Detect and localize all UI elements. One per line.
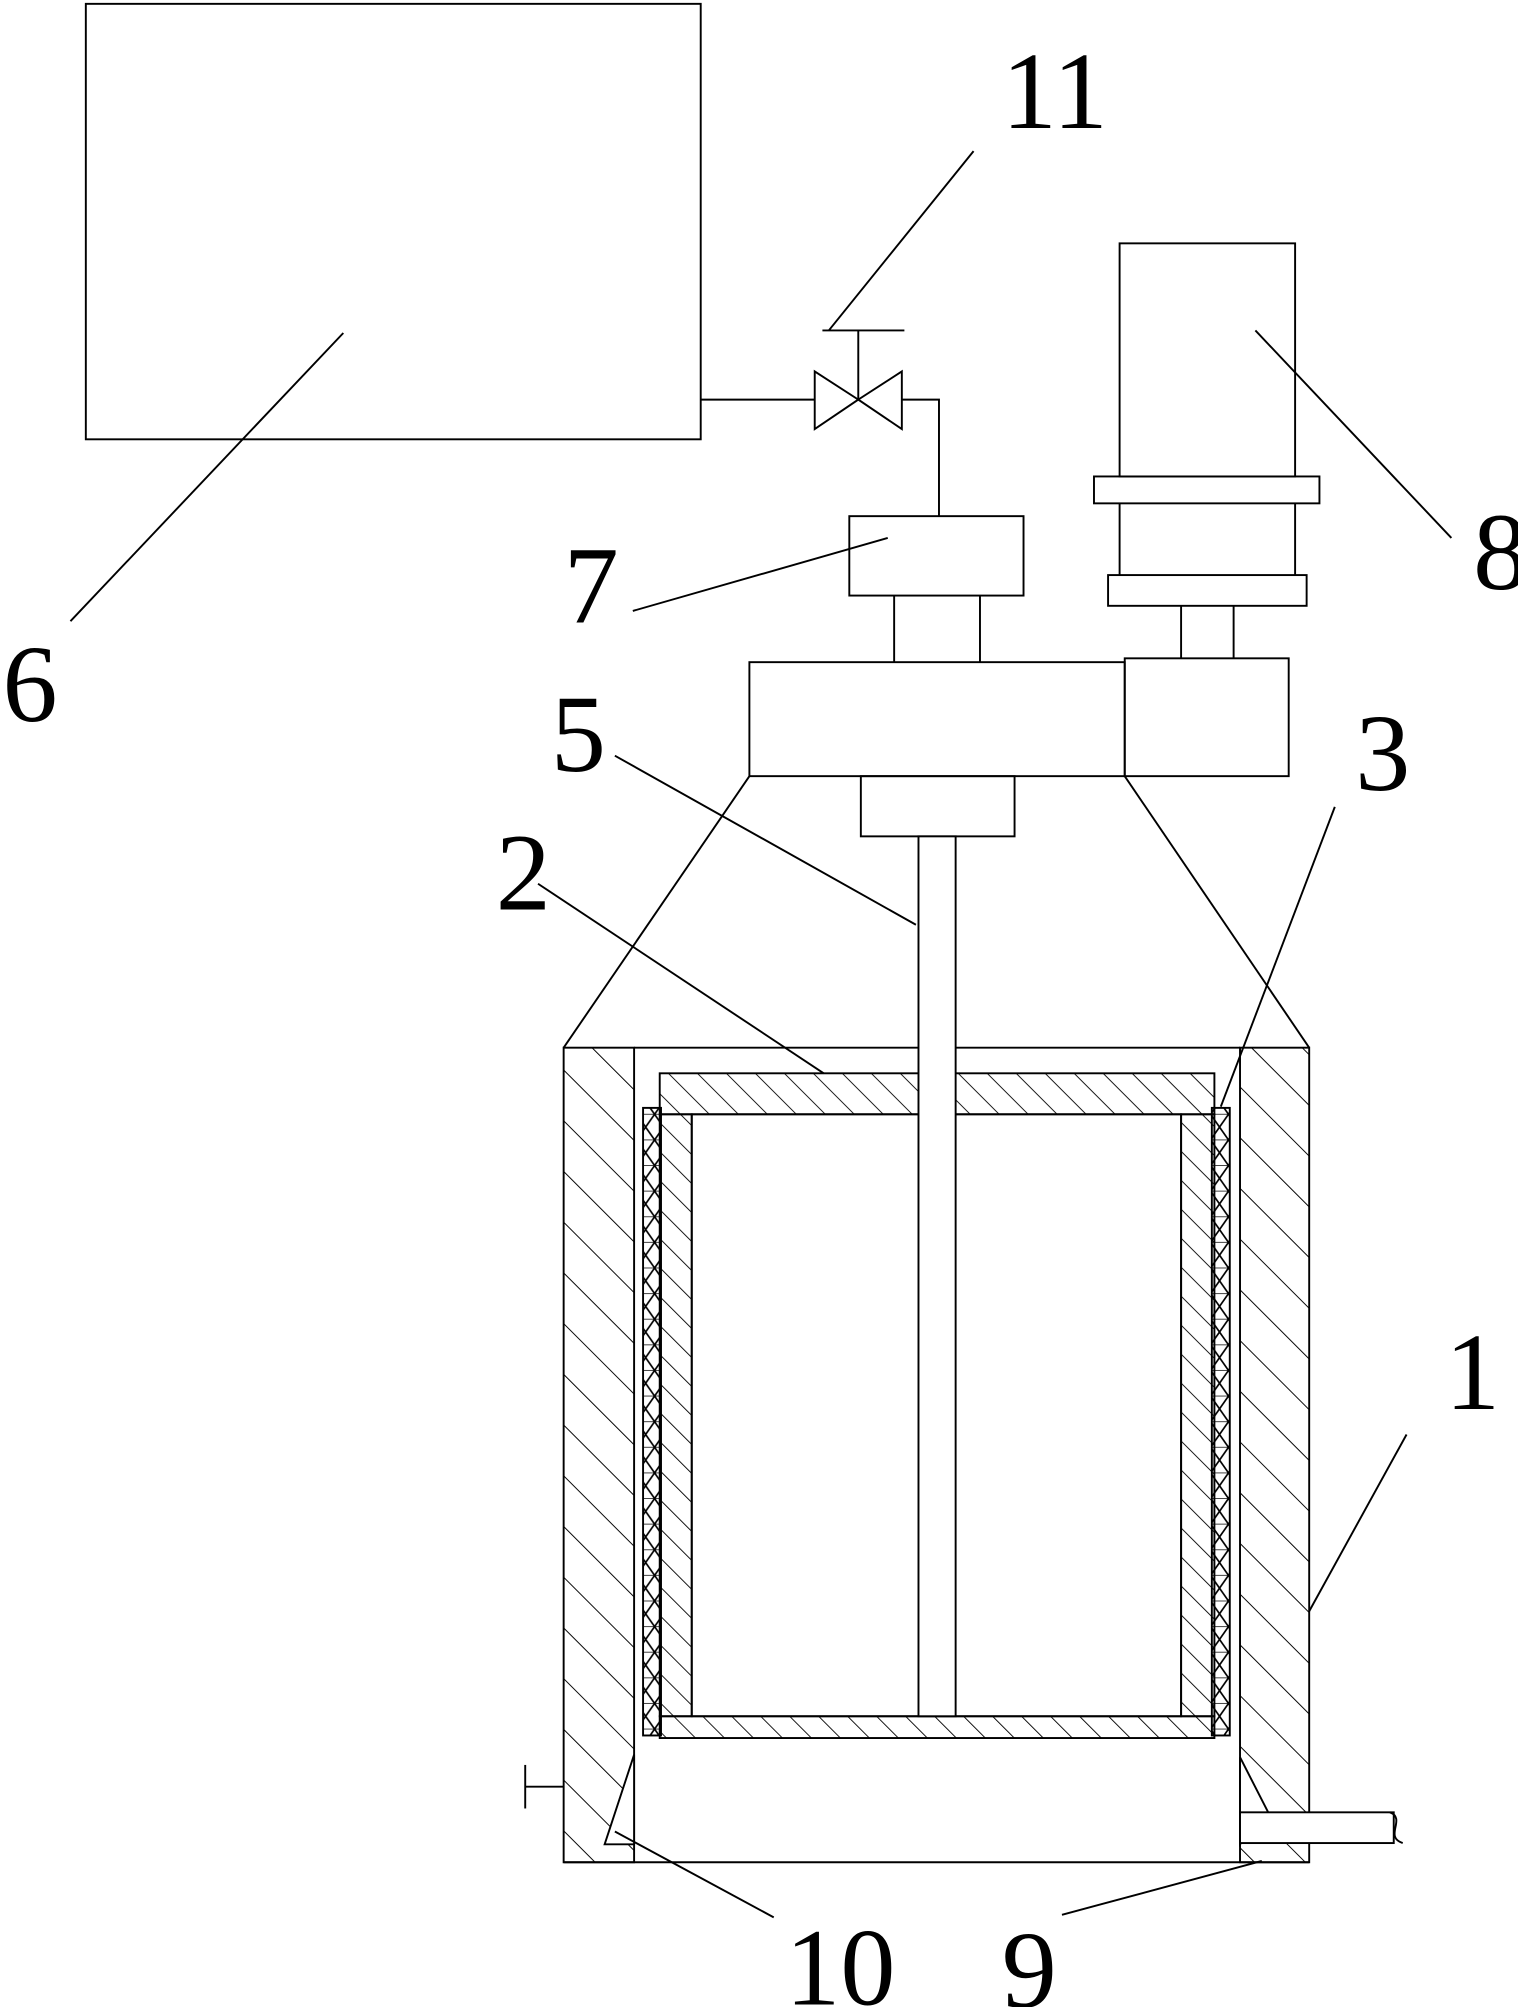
tank-box xyxy=(84,2,702,441)
drain-pipe xyxy=(1239,1756,1404,1847)
support-lines xyxy=(562,775,1310,1049)
label-7: 7 xyxy=(564,524,619,646)
label-10: 10 xyxy=(785,1906,895,2007)
motor-unit xyxy=(1093,242,1321,659)
label-1: 1 xyxy=(1445,1311,1500,1433)
stirring-shaft xyxy=(917,835,957,1718)
outer-vessel xyxy=(562,1046,1311,1864)
leader-lines xyxy=(69,150,1453,1919)
label-9: 9 xyxy=(1002,1909,1057,2007)
label-11: 11 xyxy=(1002,30,1108,152)
label-2: 2 xyxy=(496,811,551,933)
pipe-line xyxy=(700,398,940,517)
pump-block xyxy=(848,515,1025,663)
drive-head xyxy=(748,657,1290,838)
label-8: 8 xyxy=(1473,491,1518,613)
label-3: 3 xyxy=(1355,692,1410,814)
label-6: 6 xyxy=(3,623,58,745)
bottom-outlet-left xyxy=(524,1754,636,1846)
label-5: 5 xyxy=(551,673,606,795)
heating-element xyxy=(642,1106,1231,1737)
callout-labels: 1 2 3 5 6 7 8 9 10 11 xyxy=(3,30,1518,2007)
valve-symbol xyxy=(813,329,905,431)
